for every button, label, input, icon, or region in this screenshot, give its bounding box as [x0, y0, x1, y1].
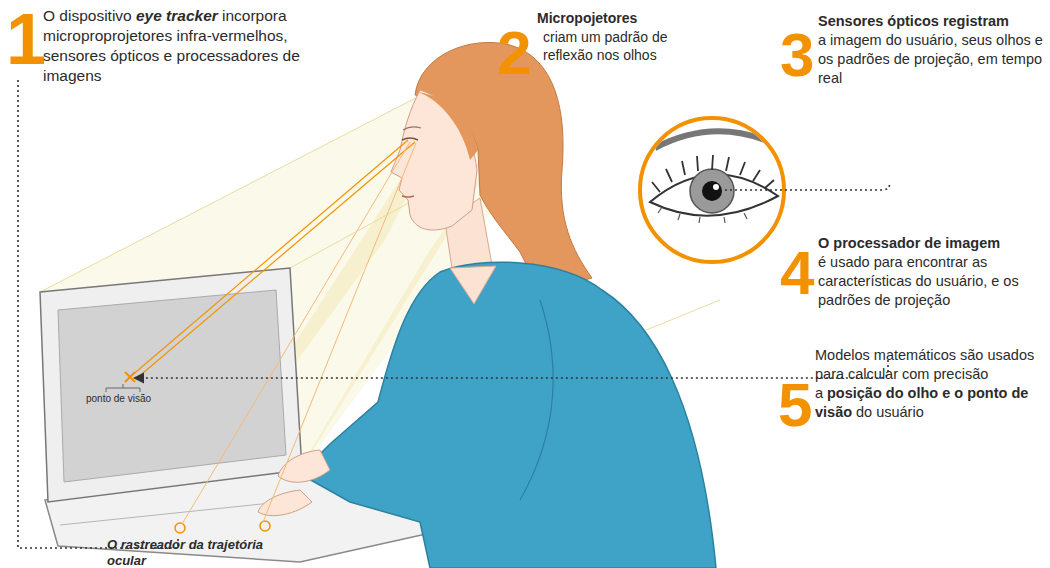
leader-line	[725, 182, 890, 190]
point-label: ponto de visão	[86, 393, 176, 405]
hand	[258, 490, 312, 516]
callout-number: 3	[780, 20, 814, 89]
arm-line	[520, 300, 553, 500]
callout-number: 2	[497, 18, 531, 87]
point-label: ponto de visão	[86, 393, 151, 404]
lower-lashes	[658, 207, 747, 223]
step-text: O dispositivo	[43, 7, 132, 24]
eye-line	[402, 138, 418, 140]
step-text: eye tracker	[136, 7, 218, 24]
laptop-lid	[40, 268, 302, 502]
step-text: Modelos matemáticos são usados para calc…	[815, 346, 1047, 422]
step-text: criam um padrão de reflexão nos olhos	[543, 29, 668, 63]
tracker-sensor	[260, 521, 270, 531]
bracket	[106, 384, 140, 392]
woman	[258, 42, 716, 568]
callout-number: 4	[780, 240, 820, 306]
step-text: Sensores ópticos registrama imagem do us…	[818, 12, 1046, 88]
gaze-point	[106, 372, 140, 392]
laptop-screen	[58, 290, 286, 482]
step-heading: Sensores ópticos registram	[818, 12, 1046, 31]
gaze-line	[130, 140, 416, 524]
caption-label: O rastreador da trajetória ocular	[107, 537, 297, 568]
gaze-ray	[130, 140, 408, 377]
tracker-sensor	[175, 523, 185, 533]
step-heading: O processador de imagem	[818, 234, 1046, 253]
glint	[713, 184, 719, 190]
callout-number: 3	[780, 22, 820, 88]
callout-number: 4	[780, 238, 814, 307]
step-text: O processador de imagemé usado para enco…	[818, 234, 1046, 310]
step-text: do usuário	[856, 404, 924, 420]
leader-lines	[18, 80, 890, 548]
gaze-ray	[136, 142, 415, 379]
x-mark	[125, 372, 135, 382]
infrared-ray	[263, 143, 416, 522]
callout-number: 5	[778, 370, 812, 439]
step-text: O dispositivoeye trackerincorpora microp…	[43, 6, 311, 86]
hair-front	[418, 92, 478, 160]
x-mark	[125, 372, 135, 382]
callout-number: 1	[6, 0, 46, 78]
step-text: é usado para encontrar as característica…	[818, 254, 1019, 308]
neckline	[450, 266, 496, 304]
iris	[690, 169, 734, 213]
step-heading: Micropojetores	[537, 9, 697, 27]
eyebrow	[403, 127, 421, 130]
leader-arrow	[142, 360, 888, 378]
step-heading: Micropojetores	[537, 10, 637, 26]
leader-line	[18, 80, 178, 548]
eye-closeup	[640, 118, 784, 262]
face	[391, 90, 477, 230]
eye-drawing	[650, 131, 778, 223]
blouse	[300, 262, 716, 568]
callout-circle	[640, 118, 784, 262]
caption-label: O rastreador da trajetória ocular	[107, 537, 263, 568]
callout-number: 1	[6, 0, 46, 79]
callout-number: 2	[497, 20, 537, 86]
mouth	[402, 196, 414, 197]
eyelashes	[652, 155, 774, 192]
eyebrow	[655, 131, 770, 148]
step-text: criam um padrão de reflexão nos olhos	[543, 28, 671, 64]
step-text: a imagem do usuário, seus olhos e os pad…	[818, 32, 1043, 86]
callout-number: 5	[778, 372, 818, 438]
pupil	[702, 181, 722, 201]
infrared-ray	[182, 142, 410, 524]
